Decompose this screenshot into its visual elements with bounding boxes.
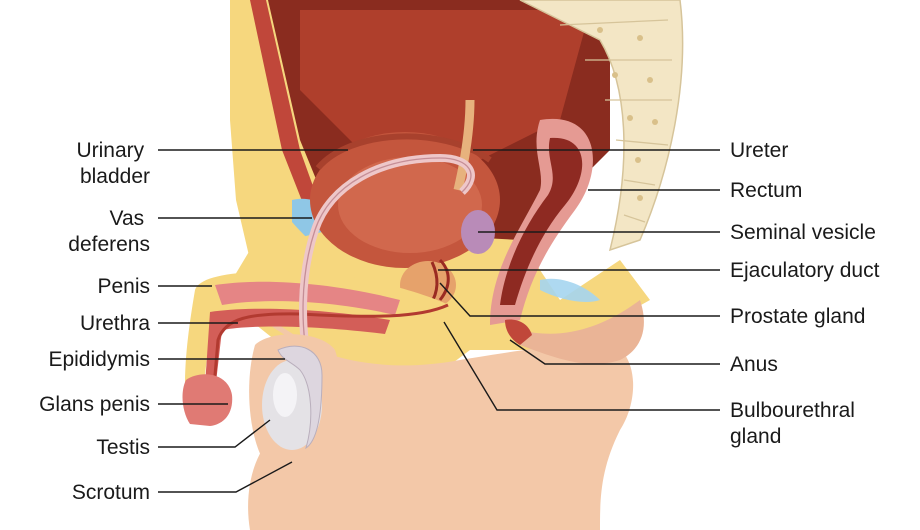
glans — [183, 374, 233, 426]
testis-shine — [273, 373, 297, 417]
label-urinary-bladder-line2: bladder — [80, 165, 150, 188]
label-urinary-bladder-line1: Urinary — [76, 139, 144, 162]
label-ejaculatory-duct: Ejaculatory duct — [730, 259, 880, 282]
label-testis: Testis — [96, 436, 150, 459]
label-bulbourethral-line1: Bulbourethral — [730, 399, 855, 422]
label-penis: Penis — [97, 275, 150, 298]
label-rectum: Rectum — [730, 179, 802, 202]
label-prostate-gland: Prostate gland — [730, 305, 865, 328]
label-seminal-vesicle: Seminal vesicle — [730, 221, 876, 244]
labels-right: Ureter Rectum Seminal vesicle Ejaculator… — [730, 139, 880, 448]
anatomy-illustration — [183, 0, 683, 530]
label-anus: Anus — [730, 353, 778, 376]
label-urethra: Urethra — [80, 312, 150, 335]
label-vas-deferens-line1: Vas — [110, 207, 145, 230]
label-vas-deferens-line2: deferens — [68, 233, 150, 256]
label-bulbourethral-line2: gland — [730, 425, 781, 448]
label-scrotum: Scrotum — [72, 481, 150, 504]
label-glans-penis: Glans penis — [39, 393, 150, 416]
label-bulbourethral-gland: Bulbourethral gland — [730, 399, 861, 448]
label-vas-deferens: Vas deferens — [68, 207, 150, 256]
label-ureter: Ureter — [730, 139, 788, 162]
label-urinary-bladder: Urinary bladder — [76, 139, 150, 188]
labels-left: Urinary bladder Vas deferens Penis Ureth… — [39, 139, 150, 504]
label-epididymis: Epididymis — [48, 348, 150, 371]
